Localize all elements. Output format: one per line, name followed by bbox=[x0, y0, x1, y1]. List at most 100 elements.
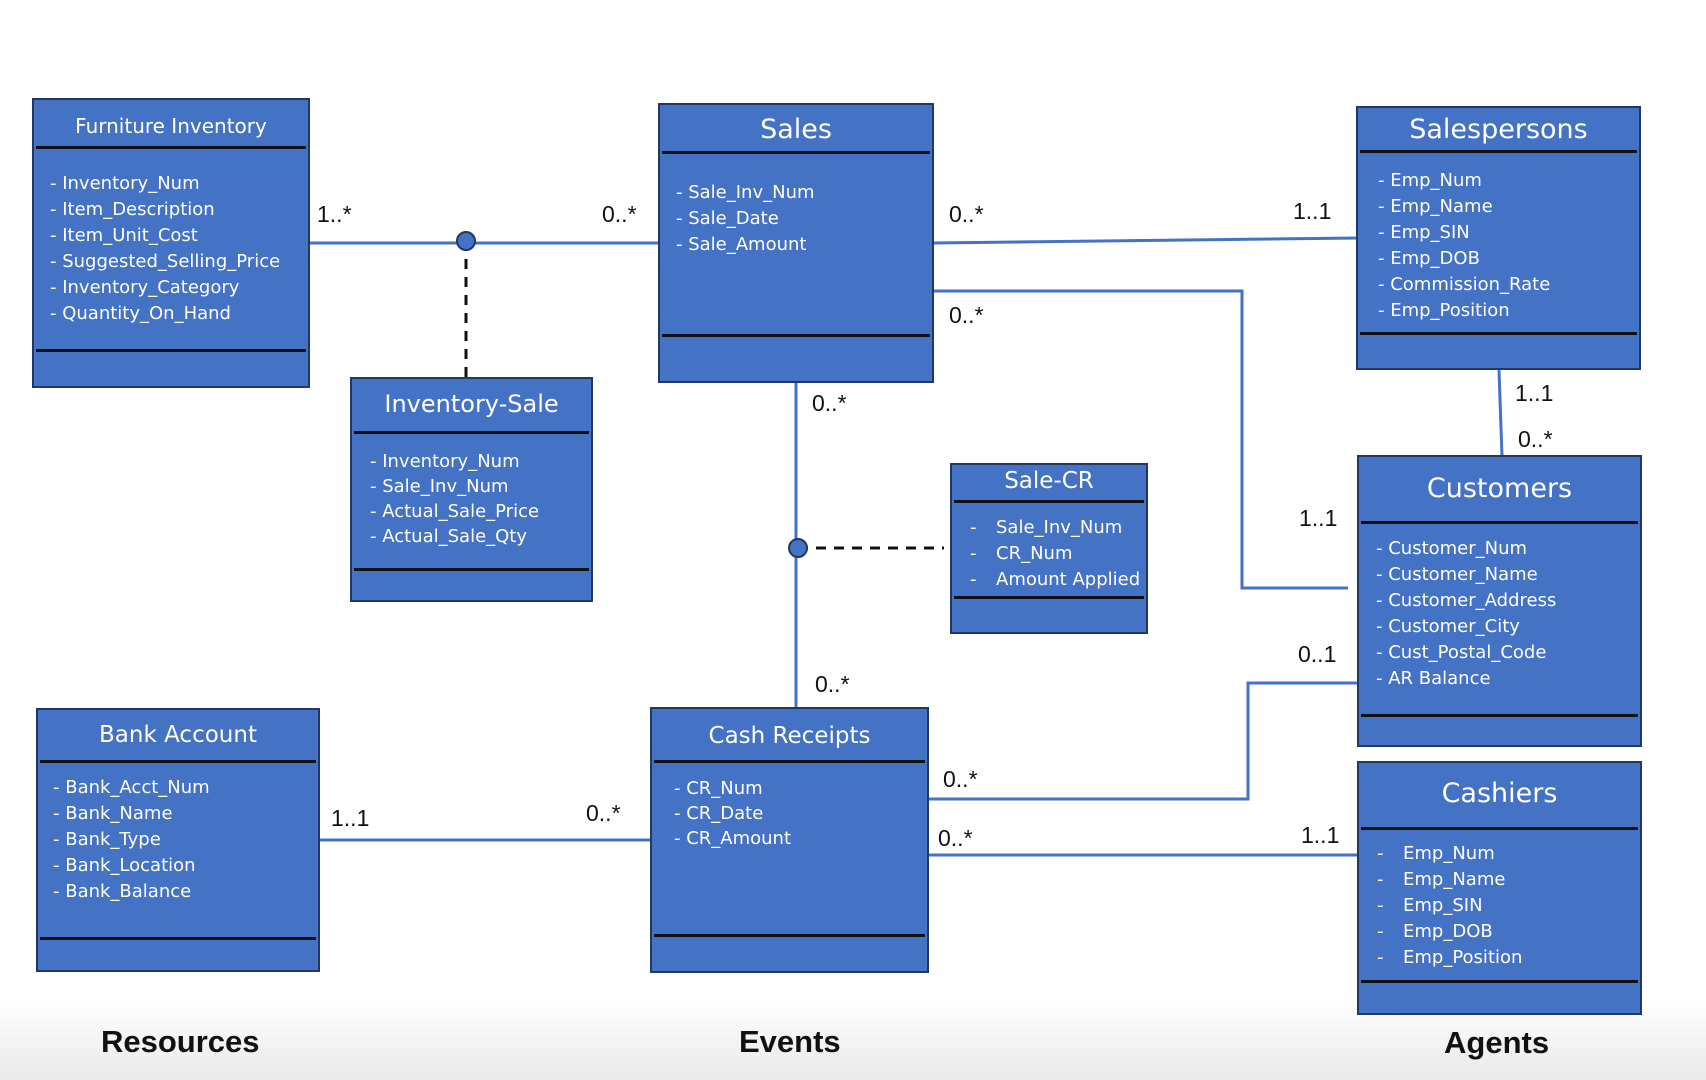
bullet: - bbox=[970, 517, 977, 538]
attribute-list: - Emp_Num - Emp_Name - Emp_SIN - Emp_DOB… bbox=[1378, 168, 1550, 324]
title-divider bbox=[662, 151, 930, 154]
entity-bank-account[interactable]: Bank Account - Bank_Acct_Num - Bank_Name… bbox=[36, 708, 320, 972]
entity-title: Cashiers bbox=[1441, 778, 1558, 809]
attribute-text: CR_Num bbox=[996, 543, 1073, 564]
attribute: - Bank_Acct_Num bbox=[53, 777, 210, 798]
bullet: - bbox=[1377, 843, 1384, 864]
attribute: -Emp_SIN bbox=[1377, 893, 1522, 919]
attribute-text: Emp_DOB bbox=[1403, 921, 1493, 942]
multiplicity-label: 1..1 bbox=[1301, 822, 1340, 848]
connector-salespersons-customers bbox=[1497, 369, 1504, 457]
attribute: - Sale_Inv_Num bbox=[676, 182, 815, 203]
entity-title: Sale-CR bbox=[1004, 468, 1094, 494]
entity-customers[interactable]: Customers - Customer_Num - Customer_Name… bbox=[1357, 455, 1642, 747]
connector-sales-salespersons bbox=[933, 236, 1359, 245]
title-divider bbox=[1361, 521, 1638, 524]
entity-title: Sales bbox=[760, 114, 832, 145]
multiplicity-label: 1..1 bbox=[1293, 198, 1332, 224]
attribute: - Emp_SIN bbox=[1378, 222, 1470, 243]
bullet: - bbox=[970, 543, 977, 564]
attribute: - Suggested_Selling_Price bbox=[50, 251, 281, 272]
entity-sales[interactable]: Sales - Sale_Inv_Num - Sale_Date - Sale_… bbox=[658, 103, 934, 383]
title-divider bbox=[954, 500, 1144, 503]
entity-salespersons[interactable]: Salespersons - Emp_Num - Emp_Name - Emp_… bbox=[1356, 106, 1641, 370]
bullet: - bbox=[1377, 947, 1384, 968]
attribute: - Quantity_On_Hand bbox=[50, 303, 231, 324]
attribute: - Emp_DOB bbox=[1378, 248, 1480, 269]
attribute: - Sale_Inv_Num bbox=[370, 476, 509, 497]
multiplicity-label: 0..1 bbox=[1298, 641, 1337, 667]
entity-cashiers[interactable]: Cashiers -Emp_Num -Emp_Name -Emp_SIN -Em… bbox=[1357, 761, 1642, 1015]
entity-furniture-inventory[interactable]: Furniture Inventory - Inventory_Num - It… bbox=[32, 98, 310, 388]
entity-cash-receipts[interactable]: Cash Receipts - CR_Num - CR_Date - CR_Am… bbox=[650, 707, 929, 973]
attribute: - Bank_Type bbox=[53, 829, 161, 850]
bullet: - bbox=[970, 569, 977, 590]
attribute-text: Amount Applied bbox=[996, 569, 1141, 590]
attribute-list: -Emp_Num -Emp_Name -Emp_SIN -Emp_DOB -Em… bbox=[1377, 841, 1522, 971]
attribute-list: - Inventory_Num - Sale_Inv_Num - Actual_… bbox=[370, 449, 539, 549]
attribute: - Customer_Address bbox=[1376, 590, 1557, 611]
attribute: - Item_Description bbox=[50, 199, 215, 220]
title-divider bbox=[36, 146, 306, 149]
multiplicity-label: 1..1 bbox=[331, 805, 370, 831]
connector-sales-customers bbox=[934, 289, 1348, 590]
entity-inventory-sale[interactable]: Inventory-Sale - Inventory_Num - Sale_In… bbox=[350, 377, 593, 602]
attribute: - Bank_Location bbox=[53, 855, 196, 876]
entity-title: Inventory-Sale bbox=[384, 390, 559, 418]
operations-divider bbox=[354, 568, 589, 571]
attribute-text: Emp_Name bbox=[1403, 869, 1506, 890]
attribute-list: - Sale_Inv_Num - Sale_Date - Sale_Amount bbox=[676, 180, 815, 258]
assoc-dot-inventory-sale bbox=[456, 231, 476, 251]
multiplicity-label: 0..* bbox=[812, 390, 847, 416]
attribute: - Customer_Name bbox=[1376, 564, 1538, 585]
entity-sale-cr[interactable]: Sale-CR -Sale_Inv_Num -CR_Num -Amount Ap… bbox=[950, 463, 1148, 634]
attribute-list: - Inventory_Num - Item_Description - Ite… bbox=[50, 171, 280, 327]
operations-divider bbox=[36, 349, 306, 352]
attribute: - Actual_Sale_Price bbox=[370, 501, 540, 522]
attribute-text: Emp_Position bbox=[1403, 947, 1523, 968]
attribute-list: - Customer_Num - Customer_Name - Custome… bbox=[1376, 536, 1556, 692]
attribute: - Sale_Date bbox=[676, 208, 779, 229]
section-label-events: Events bbox=[739, 1024, 841, 1059]
multiplicity-label: 1..1 bbox=[1515, 380, 1554, 406]
attribute: - Customer_City bbox=[1376, 616, 1520, 637]
attribute-list: - Bank_Acct_Num - Bank_Name - Bank_Type … bbox=[53, 775, 210, 905]
operations-divider bbox=[1361, 980, 1638, 983]
multiplicity-label: 0..* bbox=[1518, 426, 1553, 452]
attribute: - Customer_Num bbox=[1376, 538, 1528, 559]
attribute: - Emp_Num bbox=[1378, 170, 1482, 191]
attribute: - CR_Date bbox=[674, 803, 764, 824]
operations-divider bbox=[40, 937, 316, 940]
operations-divider bbox=[1360, 332, 1637, 335]
attribute: - CR_Amount bbox=[674, 828, 792, 849]
multiplicity-label: 0..* bbox=[602, 201, 637, 227]
entity-title: Furniture Inventory bbox=[75, 114, 267, 138]
bullet: - bbox=[1377, 921, 1384, 942]
multiplicity-label: 1..* bbox=[317, 201, 352, 227]
attribute: -Emp_Num bbox=[1377, 841, 1522, 867]
attribute: -CR_Num bbox=[970, 541, 1140, 567]
assoc-dot-sale-cr bbox=[788, 538, 808, 558]
attribute-list: - CR_Num - CR_Date - CR_Amount bbox=[674, 776, 791, 851]
title-divider bbox=[1360, 150, 1637, 153]
title-divider bbox=[1361, 827, 1638, 830]
attribute: - Item_Unit_Cost bbox=[50, 225, 198, 246]
attribute: - Bank_Name bbox=[53, 803, 173, 824]
title-divider bbox=[654, 760, 925, 763]
attribute: - Inventory_Num bbox=[370, 451, 520, 472]
title-divider bbox=[40, 760, 316, 763]
attribute: - Inventory_Category bbox=[50, 277, 240, 298]
attribute: - Emp_Name bbox=[1378, 196, 1493, 217]
attribute: - Inventory_Num bbox=[50, 173, 200, 194]
attribute: -Emp_Position bbox=[1377, 945, 1522, 971]
section-label-resources: Resources bbox=[101, 1024, 260, 1059]
multiplicity-label: 0..* bbox=[943, 766, 978, 792]
attribute: -Amount Applied bbox=[970, 567, 1140, 593]
entity-title: Salespersons bbox=[1409, 114, 1588, 145]
attribute: - Emp_Position bbox=[1378, 300, 1510, 321]
entity-title: Cash Receipts bbox=[708, 723, 871, 749]
attribute-text: Emp_SIN bbox=[1403, 895, 1483, 916]
operations-divider bbox=[662, 334, 930, 337]
multiplicity-label: 1..1 bbox=[1299, 505, 1338, 531]
